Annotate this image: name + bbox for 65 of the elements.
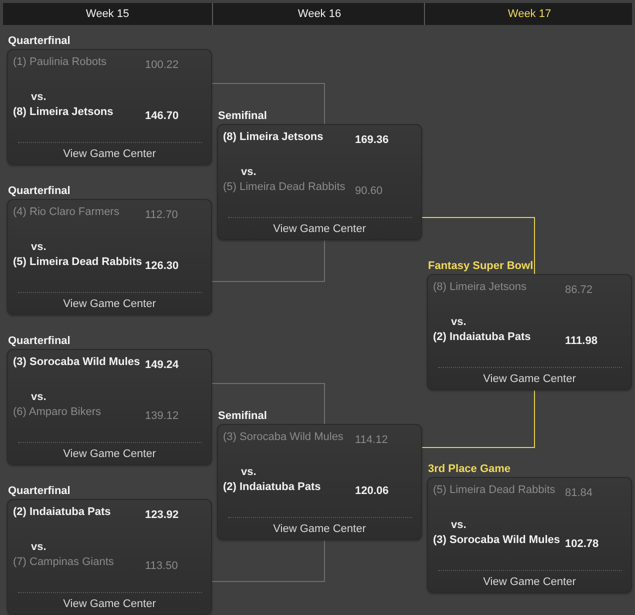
team-score: 169.36	[355, 134, 389, 147]
team-score: 81.84	[565, 487, 593, 500]
bracket-line	[212, 540, 325, 582]
team-score: 113.50	[145, 560, 178, 573]
column-header: Week 16	[298, 8, 342, 20]
team-score: 112.70	[145, 209, 178, 222]
game-center-link: View Game Center	[273, 223, 366, 236]
team-score: 123.92	[145, 509, 179, 522]
team-name: (6) Amparo Bikers	[13, 406, 102, 419]
bracket-line	[212, 383, 325, 425]
game-center-link: View Game Center	[483, 373, 576, 386]
bracket-line	[422, 217, 535, 275]
team-name: (1) Paulinia Robots	[13, 56, 107, 69]
team-name: (7) Campinas Giants	[13, 556, 114, 569]
team-name: (5) Limeira Dead Rabbits	[13, 256, 142, 269]
versus-label: vs.	[31, 391, 46, 404]
game-center-link: View Game Center	[63, 598, 156, 611]
bracket-line	[212, 83, 325, 125]
team-score: 102.78	[565, 538, 599, 551]
versus-label: vs.	[31, 241, 46, 254]
team-score: 100.22	[145, 59, 179, 72]
team-score: 139.12	[145, 410, 179, 423]
game-center-link: View Game Center	[63, 148, 156, 161]
team-score: 114.12	[355, 434, 388, 447]
column-header: Week 17	[508, 8, 552, 20]
game-center-link: View Game Center	[273, 523, 366, 536]
round-title: Semifinal	[218, 410, 267, 423]
team-name: (2) Indaiatuba Pats	[13, 506, 111, 519]
bracket-line	[212, 240, 325, 282]
team-name: (8) Limeira Jetsons	[13, 106, 114, 119]
round-title: Fantasy Super Bowl	[428, 260, 534, 273]
team-name: (3) Sorocaba Wild Mules	[433, 534, 560, 547]
versus-label: vs.	[31, 91, 46, 104]
versus-label: vs.	[241, 466, 256, 479]
team-score: 149.24	[145, 359, 179, 372]
game-center-link: View Game Center	[63, 448, 156, 461]
team-score: 86.72	[565, 284, 593, 297]
team-name: (8) Limeira Jetsons	[433, 281, 527, 294]
team-name: (4) Rio Claro Farmers	[13, 206, 120, 219]
round-title: Quarterfinal	[8, 35, 70, 48]
game-center-link: View Game Center	[63, 298, 156, 311]
round-title: Quarterfinal	[8, 185, 70, 198]
game-center-link: View Game Center	[483, 576, 576, 589]
versus-label: vs.	[451, 316, 466, 329]
team-score: 120.06	[355, 485, 389, 498]
team-name: (3) Sorocaba Wild Mules	[223, 431, 344, 444]
versus-label: vs.	[241, 166, 256, 179]
team-score: 126.30	[145, 260, 179, 273]
round-title: 3rd Place Game	[428, 463, 511, 476]
versus-label: vs.	[31, 541, 46, 554]
team-name: (3) Sorocaba Wild Mules	[13, 356, 140, 369]
column-header: Week 15	[86, 8, 130, 20]
team-score: 90.60	[355, 185, 383, 198]
team-name: (2) Indaiatuba Pats	[223, 481, 321, 494]
team-score: 146.70	[145, 110, 179, 123]
versus-label: vs.	[451, 519, 466, 532]
team-name: (8) Limeira Jetsons	[223, 131, 324, 144]
bracket-line	[422, 390, 535, 448]
team-name: (2) Indaiatuba Pats	[433, 331, 531, 344]
round-title: Quarterfinal	[8, 485, 70, 498]
team-score: 111.98	[565, 335, 598, 348]
team-name: (5) Limeira Dead Rabbits	[223, 181, 346, 194]
round-title: Quarterfinal	[8, 335, 70, 348]
round-title: Semifinal	[218, 110, 267, 123]
team-name: (5) Limeira Dead Rabbits	[433, 484, 556, 497]
